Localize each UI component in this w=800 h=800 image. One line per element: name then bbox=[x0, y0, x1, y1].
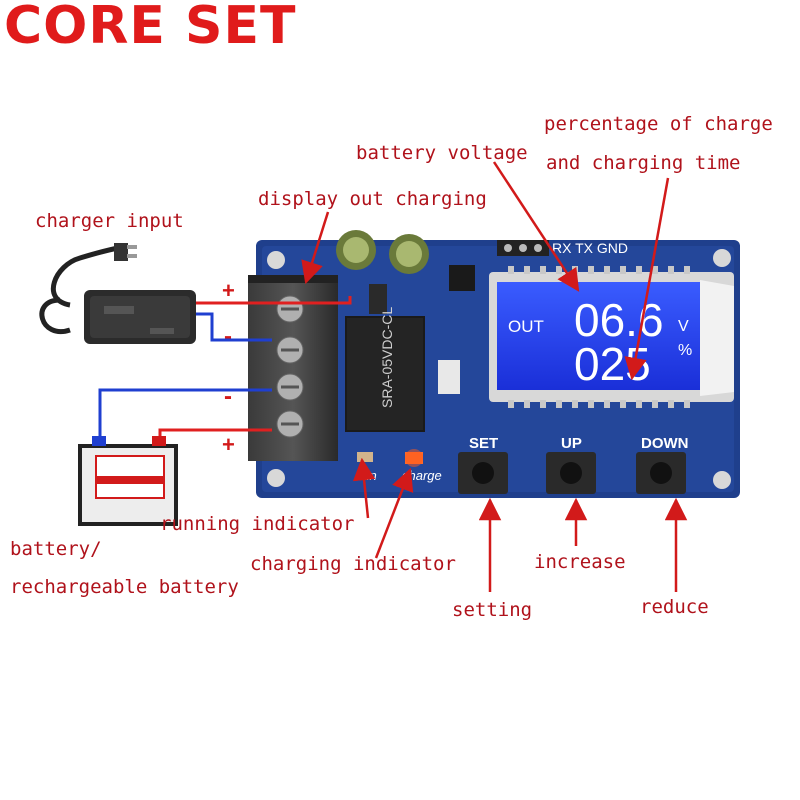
polarity-plus-bottom: + bbox=[222, 432, 235, 457]
polarity-plus-top: + bbox=[222, 278, 235, 303]
down-button[interactable]: DOWN bbox=[636, 435, 689, 494]
label-rechargeable: rechargeable battery bbox=[10, 576, 239, 598]
polarity-minus-bottom: - bbox=[224, 383, 232, 410]
lcd-voltage-unit: V bbox=[678, 318, 689, 335]
run-led-label: run bbox=[358, 468, 377, 483]
charger-adapter bbox=[39, 243, 196, 344]
label-running-indicator: running indicator bbox=[160, 513, 355, 535]
header-pins: RX TX GND bbox=[497, 240, 628, 256]
label-battery: battery/ bbox=[10, 538, 102, 560]
callout-arrows bbox=[301, 161, 688, 592]
transistor bbox=[369, 284, 387, 314]
label-reduce: reduce bbox=[640, 596, 709, 618]
battery bbox=[78, 436, 178, 526]
lcd-voltage: 06.6 bbox=[574, 294, 664, 346]
label-charging-time: and charging time bbox=[546, 152, 741, 174]
label-display-out: display out charging bbox=[258, 188, 487, 210]
label-charger-input: charger input bbox=[35, 210, 184, 232]
label-percentage: percentage of charge bbox=[544, 113, 773, 135]
down-button-label: DOWN bbox=[641, 435, 689, 452]
set-button-label: SET bbox=[469, 435, 498, 452]
label-setting: setting bbox=[452, 599, 533, 621]
relay: SRA-05VDC-CL bbox=[345, 307, 425, 432]
lcd-out: OUT bbox=[508, 317, 544, 336]
ic-chip bbox=[449, 265, 475, 291]
diode bbox=[438, 360, 460, 394]
lcd-percent: 025 bbox=[574, 338, 651, 390]
up-button[interactable]: UP bbox=[546, 435, 596, 494]
capacitors bbox=[336, 230, 429, 274]
polarity-minus-top: - bbox=[224, 323, 232, 350]
relay-text: SRA-05VDC-CL bbox=[379, 307, 395, 408]
up-button-label: UP bbox=[561, 435, 582, 452]
label-battery-voltage: battery voltage bbox=[356, 142, 528, 164]
brand-logo: CORE SET bbox=[4, 0, 297, 56]
label-increase: increase bbox=[534, 551, 626, 573]
set-button[interactable]: SET bbox=[458, 435, 508, 494]
header-pins-label: RX TX GND bbox=[552, 240, 628, 256]
lcd-percent-unit: % bbox=[678, 342, 692, 359]
lcd-display: OUT 06.6 V 025 % bbox=[489, 272, 734, 402]
label-charging-indicator: charging indicator bbox=[250, 553, 456, 575]
